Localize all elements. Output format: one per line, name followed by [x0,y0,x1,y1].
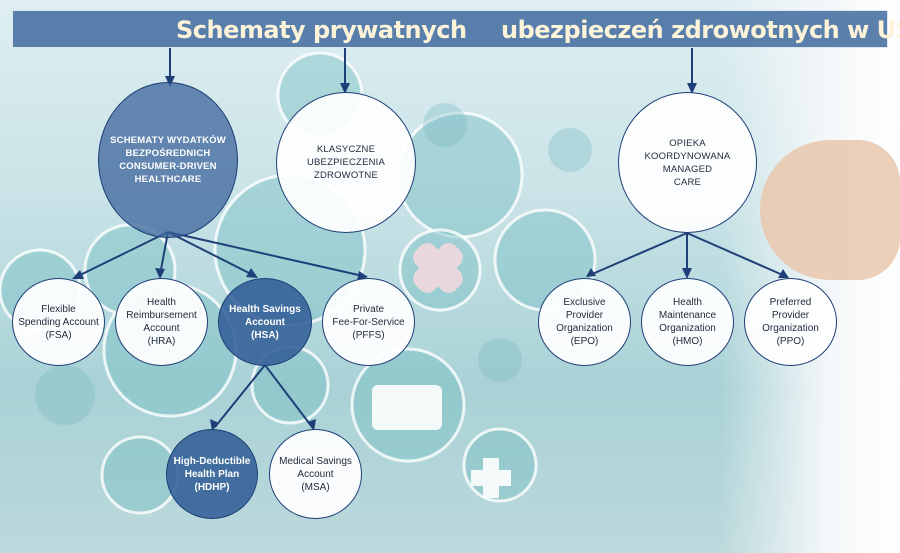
node-msa: Medical Savings Account (MSA) [269,429,362,519]
node-classic-insurance: KLASYCZNE UBEZPIECZENIA ZDROWOTNE [276,92,416,233]
node-consumer-driven-healthcare: SCHEMATY WYDATKÓW BEZPOŚREDNICH CONSUMER… [98,82,238,238]
node-epo: Exclusive Provider Organization (EPO) [538,278,631,366]
node-pffs: Private Fee-For-Service (PFFS) [322,278,415,366]
arrow-cdh-to-pffs [167,231,364,277]
node-hdhp: High-Deductible Health Plan (HDHP) [166,429,258,519]
arrows [75,48,786,428]
node-ppo: Preferred Provider Organization (PPO) [744,278,837,366]
doctor-hand-image [760,140,900,280]
node-hmo: Health Maintenance Organization (HMO) [641,278,734,366]
title-part-2: ubezpieczeń zdrowotnych w USA [501,16,900,44]
node-hsa: Health Savings Account (HSA) [218,278,312,366]
title-part-1: Schematy prywatnych [176,16,467,44]
arrow-managed-to-ppo [686,232,786,277]
arrow-cdh-to-hra [159,231,169,276]
title-bar: Schematy prywatnych ubezpieczeń zdrowotn… [12,10,900,48]
arrow-hsa-to-hdhp [214,364,266,428]
arrow-cdh-to-fsa [75,231,169,278]
arrow-cdh-to-hsa [167,231,254,276]
arrow-hsa-to-msa [264,364,313,428]
deco-circle [462,427,538,503]
ambulance-icon [372,385,442,430]
node-fsa: Flexible Spending Account (FSA) [12,278,105,366]
arrow-managed-to-epo [589,232,688,276]
node-hra: Health Reimbursement Account (HRA) [115,278,208,366]
node-managed-care: OPIEKA KOORDYNOWANA MANAGED CARE [618,92,757,233]
